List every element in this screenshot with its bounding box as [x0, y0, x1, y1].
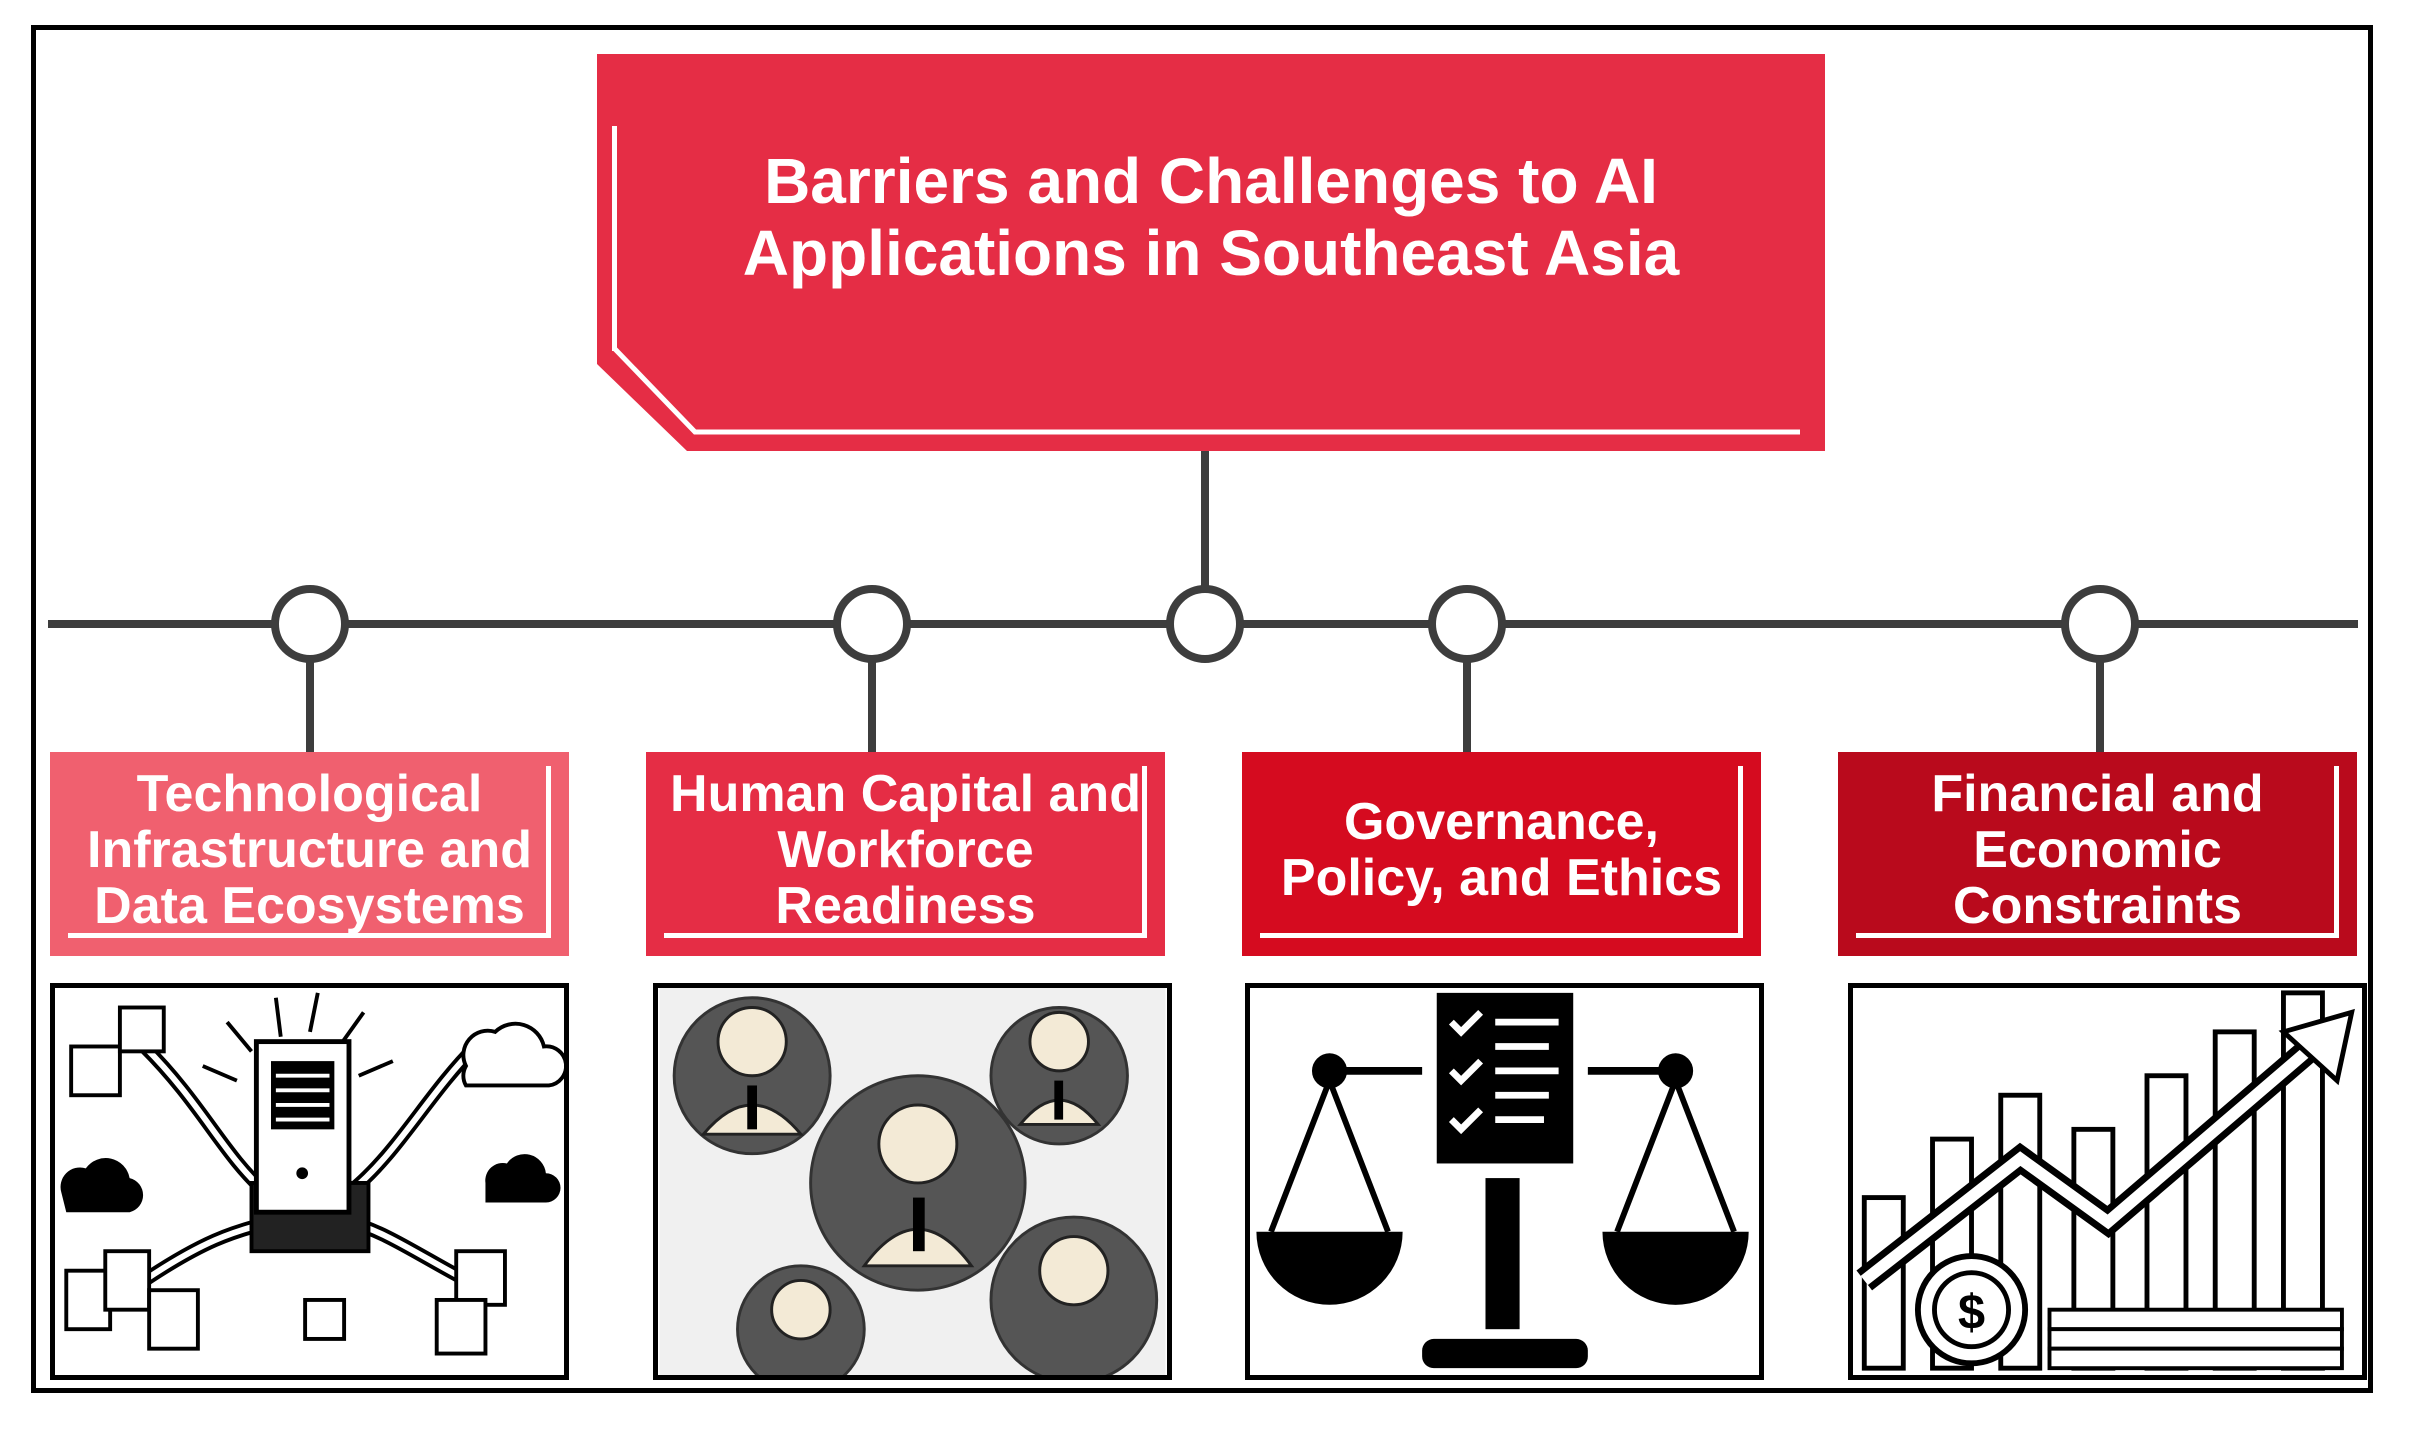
- scales-checklist-icon: [1245, 983, 1764, 1380]
- category-box-tech: Technological Infrastructure and Data Ec…: [50, 752, 569, 956]
- node-4: [2061, 585, 2139, 663]
- node-2: [833, 585, 911, 663]
- diagram-title: Barriers and Challenges to AI Applicatio…: [742, 144, 1680, 289]
- title-deco-left: [612, 126, 617, 351]
- category-label-human: Human Capital and Workforce Readiness: [670, 764, 1141, 936]
- node-3: [1428, 585, 1506, 663]
- growth-chart-icon: $: [1848, 983, 2367, 1380]
- category-label-governance: Governance, Policy, and Ethics: [1280, 792, 1723, 907]
- category-label-tech: Technological Infrastructure and Data Ec…: [87, 764, 532, 936]
- node-center: [1166, 585, 1244, 663]
- server-network-icon: [50, 983, 569, 1380]
- category-box-human: Human Capital and Workforce Readiness: [646, 752, 1165, 956]
- node-1: [271, 585, 349, 663]
- category-label-financial: Financial and Economic Constraints: [1931, 764, 2264, 936]
- category-box-governance: Governance, Policy, and Ethics: [1242, 752, 1761, 956]
- category-box-financial: Financial and Economic Constraints: [1838, 752, 2357, 956]
- people-gears-icon: [653, 983, 1172, 1380]
- svg-text:$: $: [1958, 1286, 1985, 1340]
